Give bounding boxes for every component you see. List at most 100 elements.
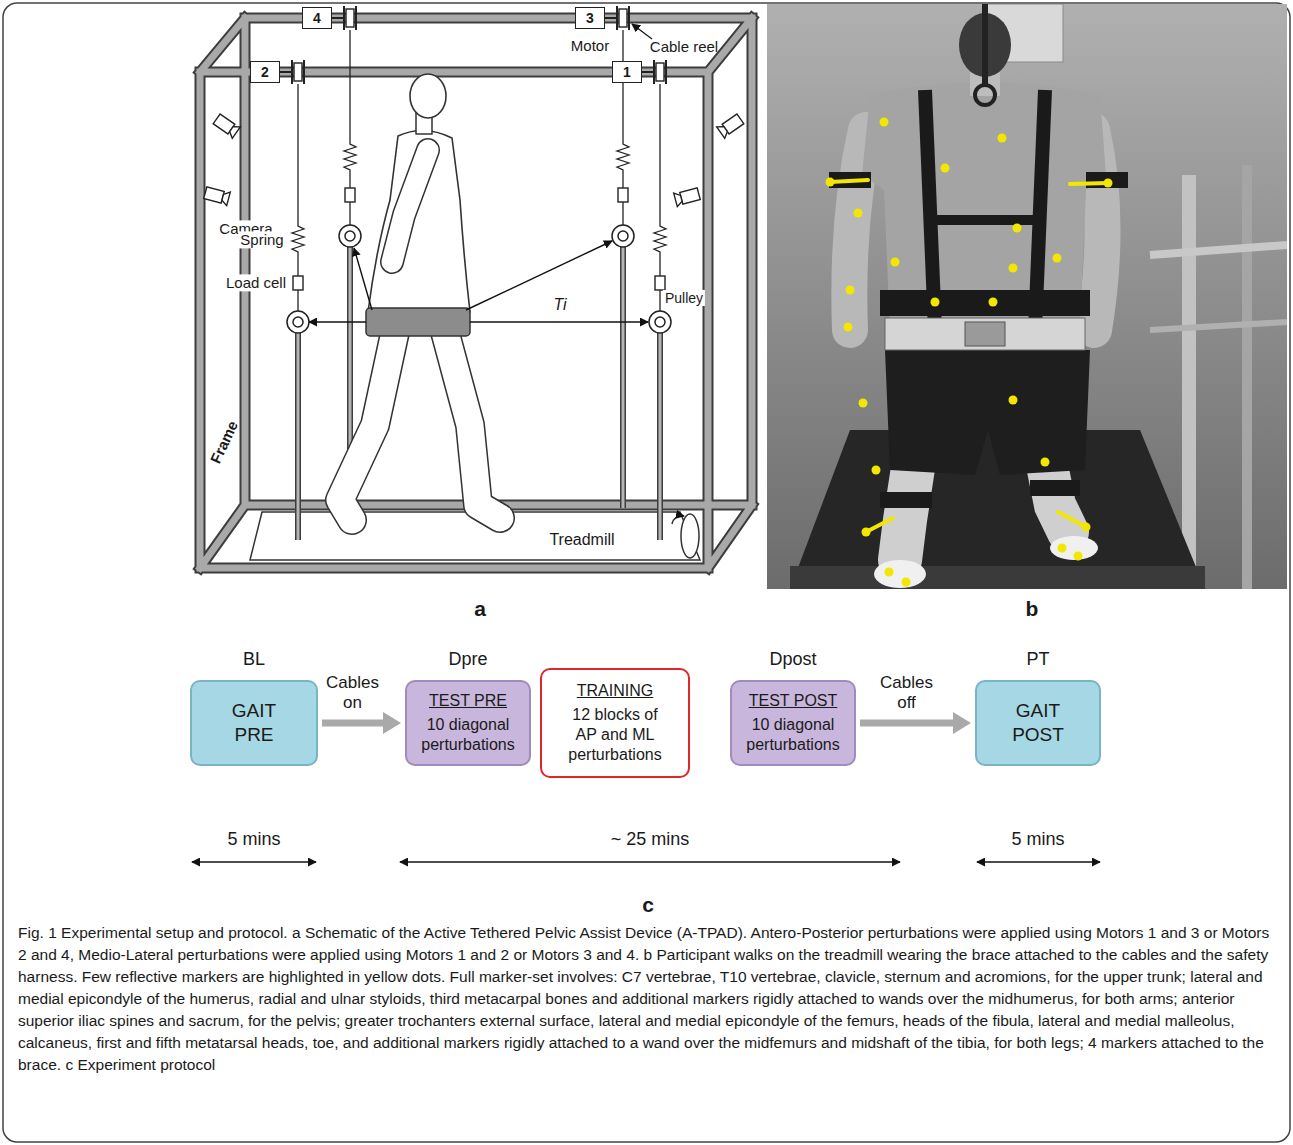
participant-photo xyxy=(1050,536,1098,560)
gait-box: PTGAIT POST xyxy=(975,680,1101,766)
pulley-post xyxy=(620,247,626,508)
motor-number: 1 xyxy=(623,64,631,80)
spring-symbol xyxy=(617,140,629,174)
spring-symbol xyxy=(292,222,304,256)
participant-photo xyxy=(862,83,1106,331)
load-cell-symbol xyxy=(655,276,665,290)
phase-heading: Dpost xyxy=(702,648,884,670)
participant-photo xyxy=(885,350,1090,475)
panel-letter: b xyxy=(1026,597,1039,621)
participant-photo xyxy=(975,85,995,105)
cable-reel xyxy=(332,17,344,19)
cable-reel xyxy=(355,6,357,30)
tension-arrow xyxy=(466,241,612,310)
edge-label: Cables off xyxy=(867,673,947,713)
camera-icon xyxy=(227,123,240,138)
duration-arrow xyxy=(977,861,1100,863)
treadmill xyxy=(681,514,699,558)
participant-photo xyxy=(880,290,1090,316)
camera-icon xyxy=(203,113,744,207)
tension-arrow xyxy=(309,321,366,322)
participant-photo xyxy=(846,286,855,295)
participant-photo xyxy=(989,298,998,307)
walking-person xyxy=(340,74,500,520)
participant-photo xyxy=(1150,322,1287,330)
camera-icon xyxy=(213,113,241,138)
participant-photo xyxy=(930,215,1040,225)
participant-photo xyxy=(941,164,950,173)
pulley-symbol xyxy=(339,225,361,247)
participant-photo xyxy=(1053,254,1062,263)
participant-photo xyxy=(866,518,893,532)
participant-photo xyxy=(830,180,868,182)
participant-photo xyxy=(1009,396,1018,405)
phase-heading: BL xyxy=(162,648,346,670)
cable-reel xyxy=(280,71,292,73)
cable-reel xyxy=(665,60,667,84)
participant-photo xyxy=(891,258,900,267)
edge-label: Cables on xyxy=(313,673,393,713)
spring-symbol xyxy=(342,140,358,174)
frame-structure xyxy=(200,18,752,568)
cable-reel xyxy=(642,71,654,73)
duration-arrow xyxy=(192,861,316,863)
motor-number: 2 xyxy=(261,64,269,80)
figure-caption: Fig. 1 Experimental setup and protocol. … xyxy=(18,922,1275,1076)
participant-photo xyxy=(1082,523,1091,532)
box-title: TRAINING xyxy=(577,681,653,701)
spring-symbol xyxy=(290,222,306,256)
panel-letter: c xyxy=(642,893,654,917)
cable-reel xyxy=(294,63,302,81)
participant-photo xyxy=(1041,458,1050,467)
cable-reel xyxy=(343,6,345,30)
load-cell-symbol xyxy=(293,276,303,290)
participant-photo xyxy=(844,323,853,332)
cable-reel xyxy=(280,6,666,84)
pulley-symbol xyxy=(287,311,309,333)
participant-photo xyxy=(885,568,894,577)
walking-person xyxy=(445,332,500,518)
cable-reel xyxy=(619,9,627,27)
panel-letter: a xyxy=(474,597,486,621)
participant-photo xyxy=(1086,172,1128,188)
cable-reel xyxy=(628,6,630,30)
treadmill xyxy=(672,516,684,524)
frame-structure xyxy=(200,18,752,568)
pulley-symbol xyxy=(649,311,671,333)
pulley-post xyxy=(295,333,301,540)
participant-photo xyxy=(1013,224,1022,233)
participant-photo xyxy=(1030,480,1080,496)
duration-label: 5 mins xyxy=(227,829,280,850)
participant-photo xyxy=(874,560,926,588)
duration-label: 5 mins xyxy=(1011,829,1064,850)
camera-icon xyxy=(674,192,683,207)
cable-reel xyxy=(616,6,618,30)
camera-icon xyxy=(717,113,745,138)
participant-photo xyxy=(965,322,1005,346)
camera-icon xyxy=(204,187,224,203)
participant-photo xyxy=(826,178,835,187)
flow-arrow xyxy=(860,720,953,727)
participant-photo xyxy=(862,528,871,537)
spring-symbol xyxy=(652,222,668,256)
participant-photo xyxy=(859,399,868,408)
participant-photo xyxy=(902,578,911,587)
walking-person xyxy=(366,308,470,336)
motor-number: 4 xyxy=(313,10,321,26)
participant-photo xyxy=(1070,183,1108,184)
gait-box: BLGAIT PRE xyxy=(190,680,318,766)
training-box: TRAINING12 blocks of AP and ML perturbat… xyxy=(540,668,690,778)
cable-reel xyxy=(303,60,305,84)
pulley-post xyxy=(298,333,660,540)
load-cell-symbol xyxy=(618,188,628,202)
box-title: TEST PRE xyxy=(429,691,507,711)
leader-line xyxy=(632,24,652,39)
participant-photo xyxy=(982,4,988,85)
figure-border xyxy=(3,3,1290,1142)
camera-icon xyxy=(674,187,701,207)
force-label: Ti xyxy=(553,296,566,314)
participant-photo xyxy=(767,4,1287,589)
load-cell-symbol xyxy=(345,188,355,202)
